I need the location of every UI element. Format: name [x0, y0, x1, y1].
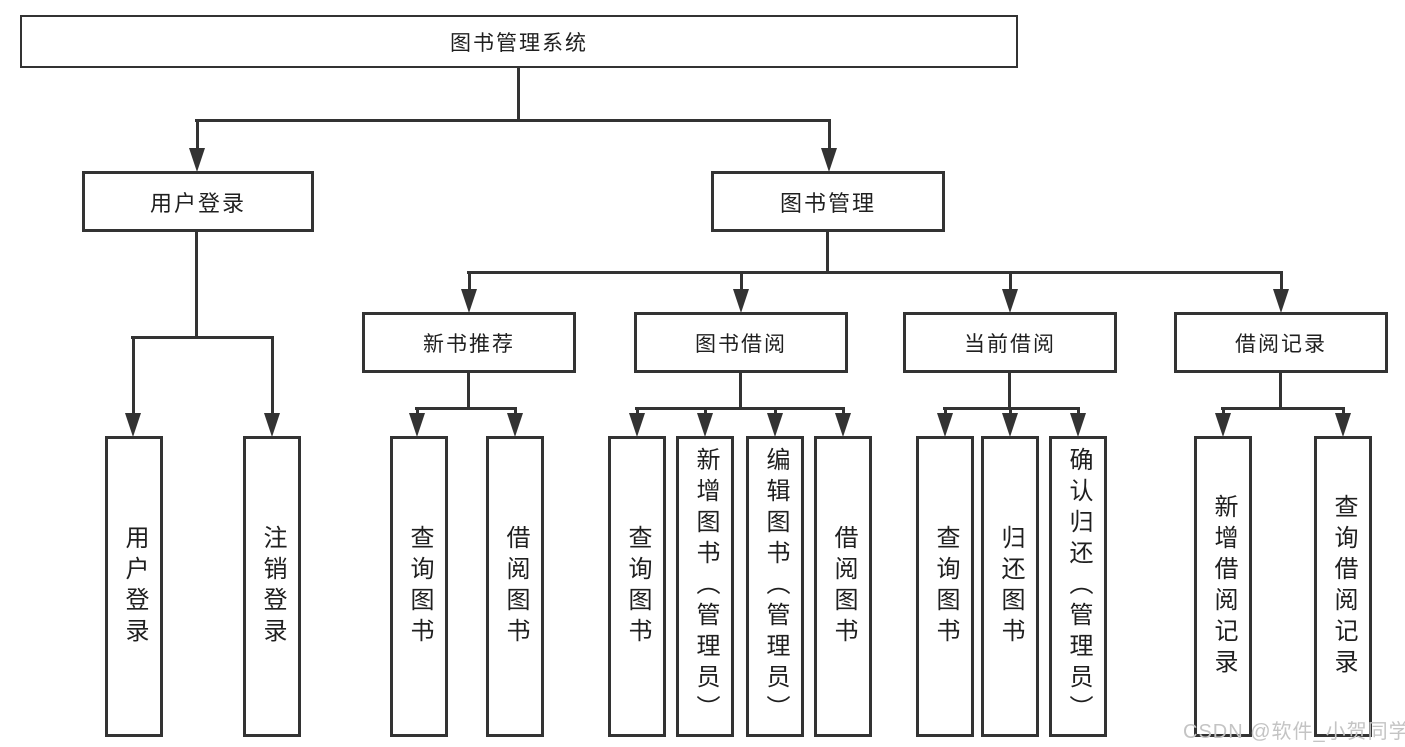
node-leaf-add-borrow-record: 新增借阅记录	[1194, 436, 1252, 737]
node-user-login: 用户登录	[82, 171, 314, 232]
connector-level2-rail	[195, 119, 831, 122]
arrow-book-borrow-leaf-1	[629, 409, 645, 437]
arrow-to-borrow-record	[1273, 273, 1289, 313]
node-borrowing-records: 借阅记录	[1174, 312, 1388, 373]
node-leaf-logout: 注销登录	[243, 436, 301, 737]
node-leaf-borrow-books-newbook: 借阅图书	[486, 436, 544, 737]
connector-current-borrow-stem	[1008, 372, 1011, 410]
node-book-management: 图书管理	[711, 171, 945, 232]
arrow-book-borrow-leaf-3	[767, 409, 783, 437]
node-leaf-user-login: 用户登录	[105, 436, 163, 737]
connector-book-borrow-stem	[739, 372, 742, 410]
node-leaf-query-books-newbook: 查询图书	[390, 436, 448, 737]
arrow-to-leaf-user-login	[125, 338, 141, 437]
connector-level3-rail	[467, 271, 1283, 274]
connector-new-book-stem	[467, 372, 470, 410]
connector-root-stem	[517, 67, 520, 121]
arrow-book-borrow-leaf-2	[697, 409, 713, 437]
csdn-watermark: CSDN @软件_小贺同学	[1183, 721, 1405, 743]
node-book-borrowing: 图书借阅	[634, 312, 848, 373]
connector-book-borrow-rail	[635, 407, 845, 410]
arrow-to-user-login	[189, 121, 205, 172]
arrow-current-borrow-leaf-3	[1070, 409, 1086, 437]
connector-new-book-rail	[415, 407, 517, 410]
arrow-to-current-borrow	[1002, 273, 1018, 313]
node-current-borrowing: 当前借阅	[903, 312, 1117, 373]
arrow-to-new-book	[461, 273, 477, 313]
connector-borrow-record-rail	[1221, 407, 1345, 410]
arrow-borrow-record-leaf-1	[1215, 409, 1231, 437]
connector-user-login-stem	[195, 231, 198, 339]
node-leaf-edit-books-admin: 编辑图书（管理员）	[746, 436, 804, 737]
arrow-new-book-leaf-2	[507, 409, 523, 437]
arrow-borrow-record-leaf-2	[1335, 409, 1351, 437]
connector-current-borrow-rail	[943, 407, 1080, 410]
node-leaf-query-borrow-record: 查询借阅记录	[1314, 436, 1372, 737]
arrow-to-book-management	[821, 121, 837, 172]
node-leaf-confirm-return-admin: 确认归还（管理员）	[1049, 436, 1107, 737]
connector-borrow-record-stem	[1279, 372, 1282, 410]
node-leaf-query-books-current: 查询图书	[916, 436, 974, 737]
arrow-new-book-leaf-1	[409, 409, 425, 437]
arrow-book-borrow-leaf-4	[835, 409, 851, 437]
node-new-book-recommend: 新书推荐	[362, 312, 576, 373]
node-leaf-return-books: 归还图书	[981, 436, 1039, 737]
arrow-current-borrow-leaf-1	[937, 409, 953, 437]
node-leaf-borrow-books-borrow: 借阅图书	[814, 436, 872, 737]
connector-book-management-stem	[826, 231, 829, 274]
node-leaf-add-books-admin: 新增图书（管理员）	[676, 436, 734, 737]
arrow-to-leaf-logout	[264, 338, 280, 437]
node-library-management-system: 图书管理系统	[20, 15, 1018, 68]
node-leaf-query-books-borrow: 查询图书	[608, 436, 666, 737]
arrow-current-borrow-leaf-2	[1002, 409, 1018, 437]
arrow-to-book-borrow	[733, 273, 749, 313]
connector-user-login-rail	[131, 336, 274, 339]
